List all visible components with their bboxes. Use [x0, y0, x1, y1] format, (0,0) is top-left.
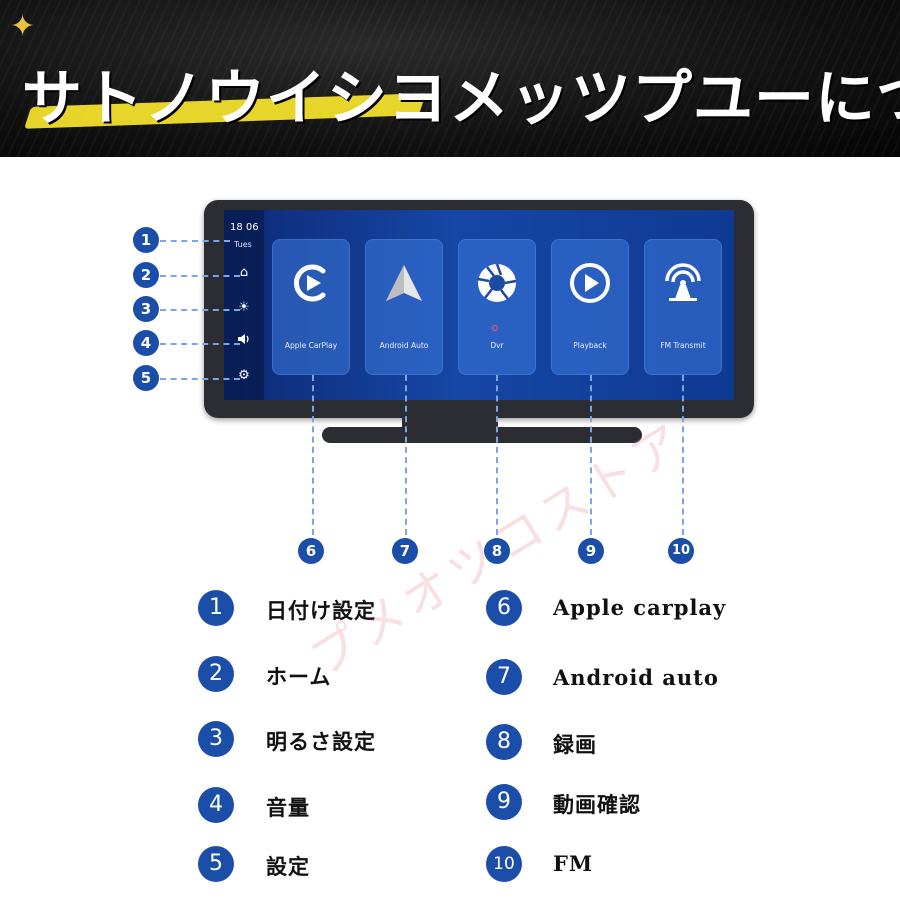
- legend-text: 明るさ設定: [266, 729, 376, 754]
- home-icon[interactable]: ⌂: [239, 265, 249, 280]
- app-tile-android-auto[interactable]: Android Auto: [365, 239, 443, 375]
- callout-line: [160, 240, 230, 242]
- callout-line: [590, 375, 592, 535]
- legend-text: Apple carplay: [553, 595, 727, 620]
- car-display-device: 18 06 Tues ⌂ ☀ ⚙ Apple CarPlay Android A…: [204, 200, 754, 418]
- header-banner: ✦ サトノウイシヨメッツプユーについて: [0, 0, 900, 157]
- antenna-icon: [665, 263, 701, 301]
- legend-text: 動画確認: [553, 792, 641, 817]
- callout-marker: 1: [133, 227, 159, 253]
- callout-line: [160, 309, 240, 311]
- legend-text: 設定: [266, 854, 310, 879]
- app-tile-carplay[interactable]: Apple CarPlay: [272, 239, 350, 375]
- settings-icon[interactable]: ⚙: [238, 368, 250, 383]
- callout-marker: 10: [668, 538, 694, 564]
- callout-line: [312, 375, 314, 535]
- brightness-icon[interactable]: ☀: [238, 300, 250, 315]
- legend-number: 8: [486, 724, 522, 760]
- app-tile-dvr[interactable]: Dvr: [458, 239, 536, 375]
- callout-marker: 7: [392, 538, 418, 564]
- clock-time: 18 06: [230, 222, 259, 233]
- app-tile-fm-transmit[interactable]: FM Transmit: [644, 239, 722, 375]
- callout-line: [496, 375, 498, 535]
- legend-text: Android auto: [553, 665, 719, 690]
- page-title: サトノウイシヨメッツプユーについて: [22, 64, 900, 134]
- legend-text: 録画: [553, 732, 597, 757]
- callout-marker: 9: [578, 538, 604, 564]
- play-icon: [570, 263, 610, 303]
- legend-text: FM: [553, 851, 594, 876]
- app-label: Apple CarPlay: [284, 341, 338, 350]
- callout-marker: 4: [133, 330, 159, 356]
- legend-number: 1: [198, 590, 234, 626]
- callout-marker: 5: [133, 365, 159, 391]
- device-screen: 18 06 Tues ⌂ ☀ ⚙ Apple CarPlay Android A…: [224, 210, 734, 400]
- screen-sidebar: 18 06 Tues ⌂ ☀ ⚙: [224, 210, 264, 400]
- callout-line: [160, 275, 240, 277]
- legend-number: 5: [198, 846, 234, 882]
- sparkle-icon: ✦: [10, 9, 36, 44]
- record-indicator: [492, 325, 498, 331]
- legend-text: 音量: [266, 795, 310, 820]
- legend-text: ホーム: [266, 664, 332, 689]
- android-auto-icon: [386, 265, 422, 301]
- legend-number: 4: [198, 787, 234, 823]
- callout-marker: 8: [484, 538, 510, 564]
- legend-number: 2: [198, 656, 234, 692]
- legend-text: 日付け設定: [266, 598, 376, 623]
- carplay-icon: [293, 264, 326, 302]
- callout-line: [160, 378, 240, 380]
- app-label: Playback: [573, 341, 607, 350]
- legend-number: 9: [486, 784, 522, 820]
- app-label: Dvr: [490, 341, 504, 350]
- device-stand: [322, 427, 642, 443]
- legend-number: 7: [486, 659, 522, 695]
- callout-line: [405, 375, 407, 535]
- callout-marker: 6: [298, 538, 324, 564]
- app-label: FM Transmit: [660, 341, 706, 350]
- callout-marker: 3: [133, 296, 159, 322]
- app-tile-playback[interactable]: Playback: [551, 239, 629, 375]
- volume-icon[interactable]: [235, 333, 253, 351]
- callout-line: [160, 343, 240, 345]
- clock-day: Tues: [234, 240, 252, 249]
- callout-line: [682, 375, 684, 535]
- legend-number: 3: [198, 721, 234, 757]
- app-label: Android Auto: [379, 341, 429, 350]
- aperture-icon: [477, 263, 517, 302]
- callout-marker: 2: [133, 262, 159, 288]
- legend-number: 10: [486, 846, 522, 882]
- legend-number: 6: [486, 590, 522, 626]
